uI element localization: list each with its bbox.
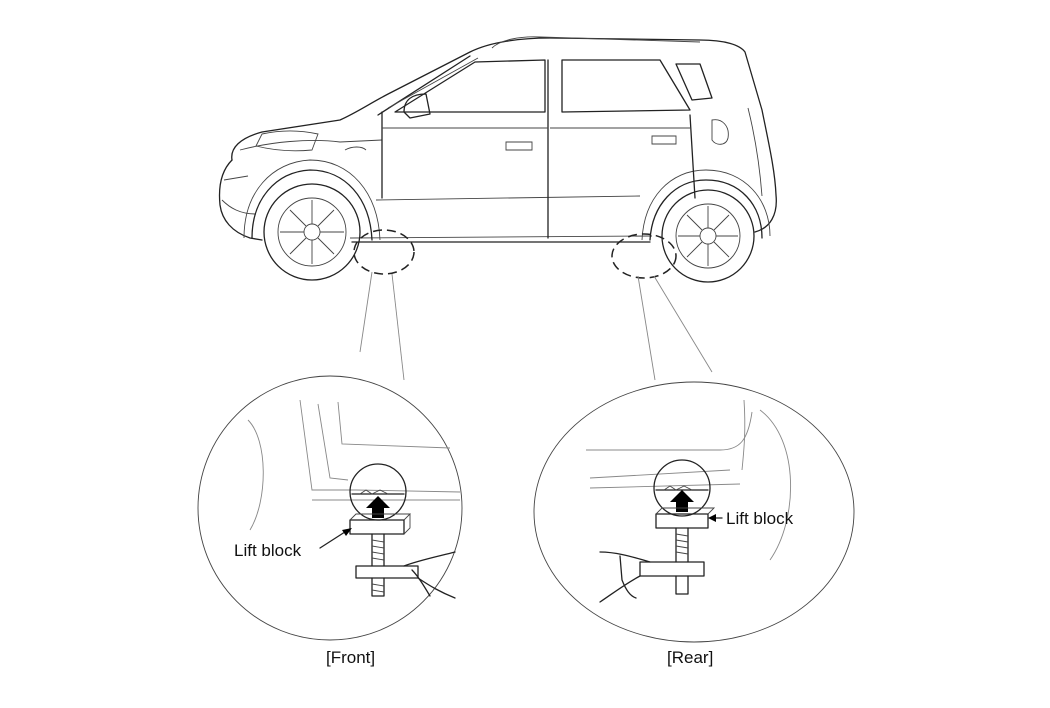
vehicle-side-view	[218, 36, 777, 283]
front-lift-point-marker	[353, 229, 415, 275]
front-caption: [Front]	[326, 648, 376, 667]
front-detail-view	[197, 375, 463, 641]
front-lift-block-label: Lift block	[234, 541, 302, 560]
rear-detail-view	[533, 381, 855, 643]
rear-caption: [Rear]	[667, 648, 714, 667]
rear-lift-block-label: Lift block	[726, 509, 794, 528]
rear-callout-leader-right	[653, 275, 713, 373]
front-callout-leader-right	[391, 273, 405, 381]
rear-lift-point-marker	[611, 233, 677, 279]
rear-callout-leader-left	[637, 275, 656, 381]
front-callout-leader-left	[359, 271, 373, 353]
